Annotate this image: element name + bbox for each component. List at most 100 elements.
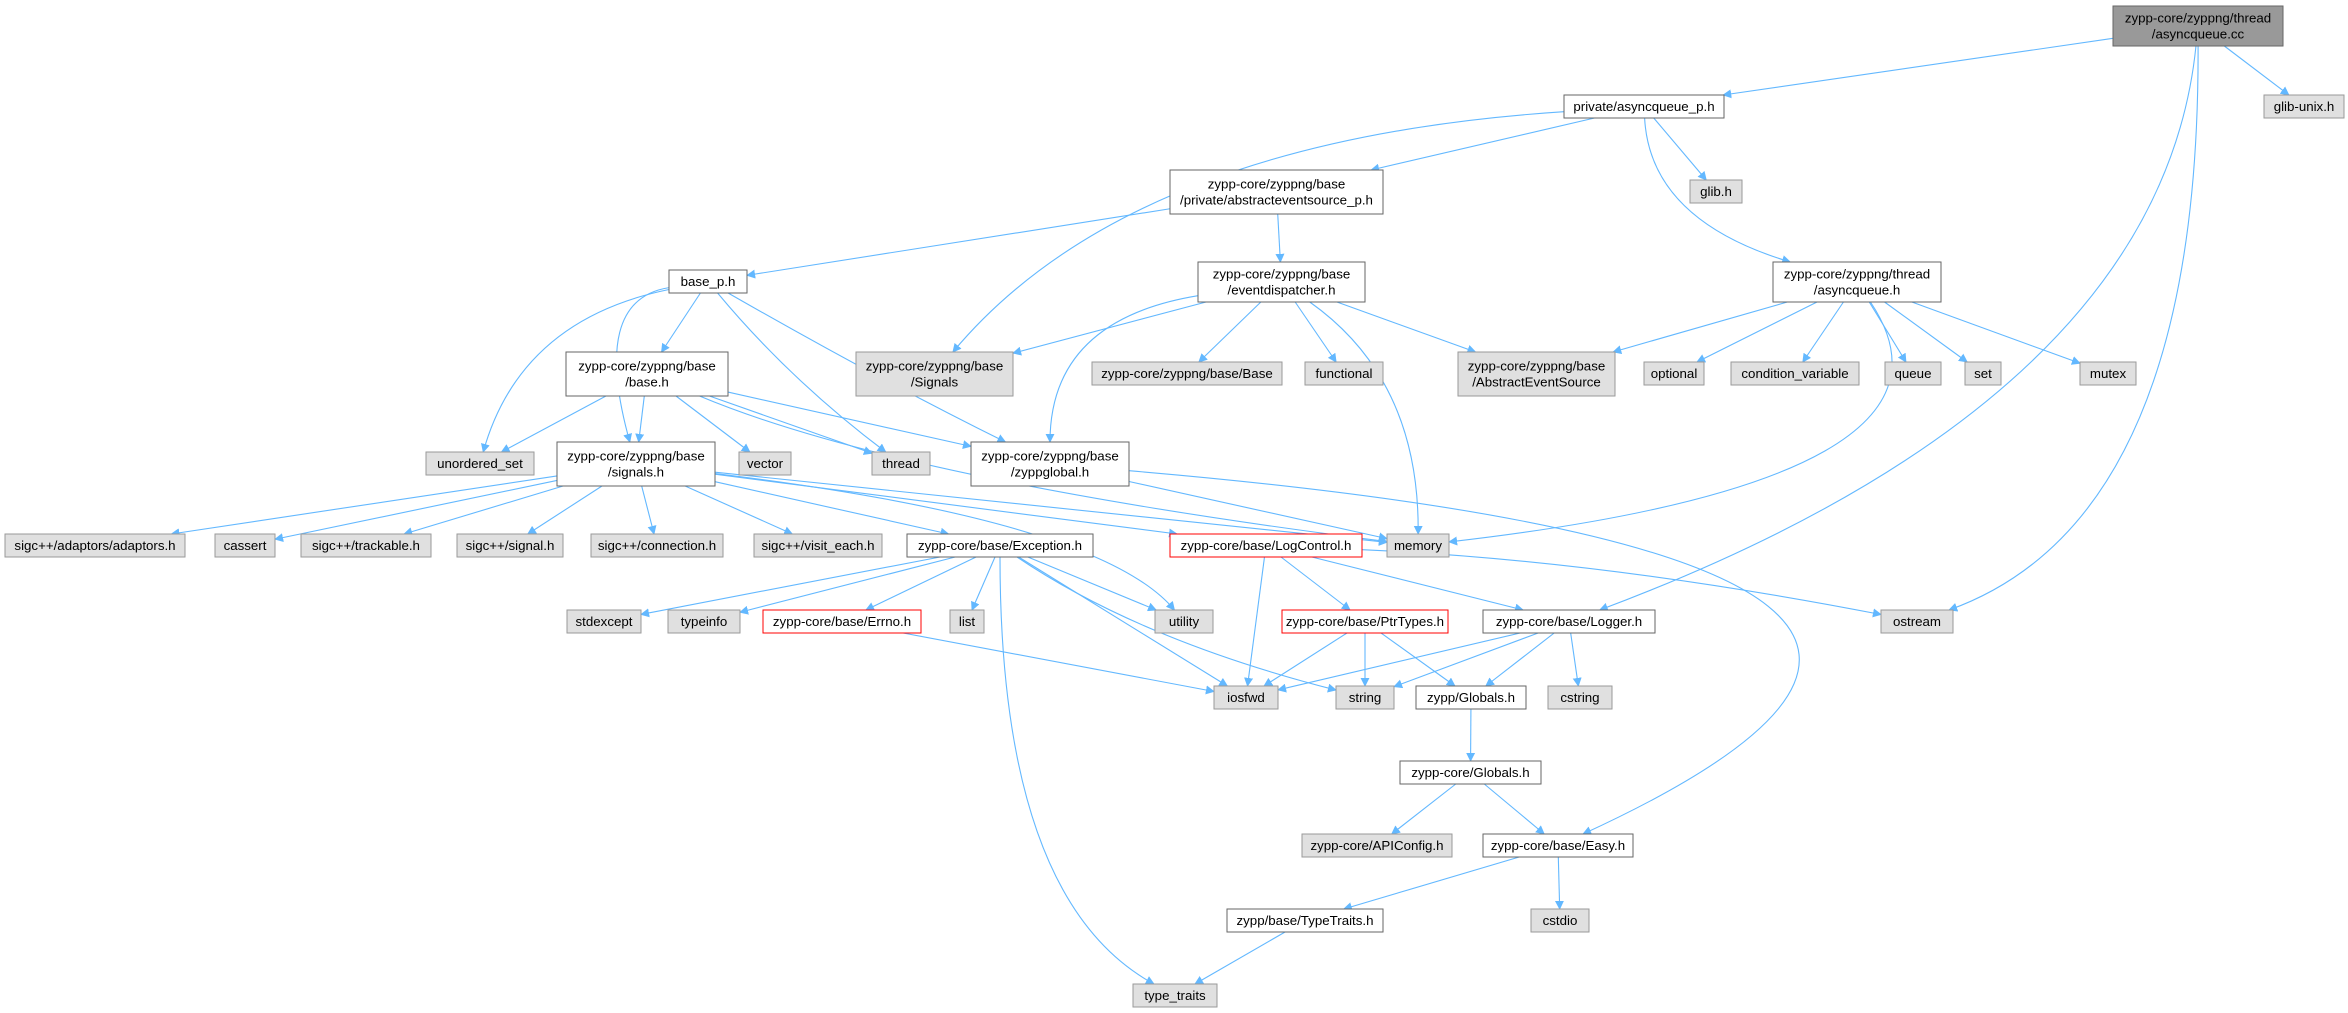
node-label: vector — [747, 456, 784, 471]
node-base-h[interactable]: zypp-core/zyppng/base/base.h — [565, 351, 729, 397]
node-trackable: sigc++/trackable.h — [300, 533, 432, 558]
edge-base-p-to-signals-h — [615, 287, 670, 443]
edge-ptrtypes-to-iosfwd — [1263, 632, 1348, 687]
edge-typetraits-to-type-traits — [1194, 931, 1286, 985]
node-asyncqueue-p[interactable]: private/asyncqueue_p.h — [1563, 94, 1725, 119]
edge-asyncqueue-h-to-memory — [1448, 301, 1893, 546]
node-core-globals[interactable]: zypp-core/Globals.h — [1399, 760, 1542, 785]
node-box — [565, 351, 729, 397]
node-label: zypp-core/zyppng/base — [1208, 177, 1345, 192]
node-label: cstdio — [1543, 913, 1578, 928]
node-root[interactable]: zypp-core/zyppng/thread/asyncqueue.cc — [2112, 5, 2284, 47]
node-errno[interactable]: zypp-core/base/Errno.h — [762, 609, 922, 634]
node-label: /asyncqueue.h — [1814, 283, 1901, 298]
node-box — [1281, 609, 1449, 634]
node-string: string — [1335, 685, 1395, 710]
node-iosfwd: iosfwd — [1213, 685, 1279, 710]
node-asyncqueue-h[interactable]: zypp-core/zyppng/thread/asyncqueue.h — [1772, 261, 1942, 303]
node-label: /eventdispatcher.h — [1228, 283, 1336, 298]
node-easy[interactable]: zypp-core/base/Easy.h — [1482, 833, 1634, 858]
edge-base-p-to-thread — [717, 292, 887, 453]
node-box — [753, 533, 883, 558]
node-logger[interactable]: zypp-core/base/Logger.h — [1482, 609, 1656, 634]
edge-asyncqueue-p-to-glib — [1653, 117, 1707, 181]
node-signals-h[interactable]: zypp-core/zyppng/base/signals.h — [556, 441, 716, 487]
edge-eventdispatcher-to-zyppglobal — [1045, 295, 1199, 443]
edge-core-globals-to-apiconfig — [1391, 783, 1457, 835]
edge-eventdispatcher-to-signals-ext — [1012, 301, 1207, 356]
node-label: sigc++/visit_each.h — [761, 538, 874, 553]
node-box — [456, 533, 564, 558]
node-box — [1335, 685, 1395, 710]
node-glib-unix: glib-unix.h — [2263, 94, 2345, 119]
node-box — [556, 441, 716, 487]
node-label: typeinfo — [681, 614, 728, 629]
node-box — [1386, 533, 1450, 558]
edge-base-p-to-unordered-set — [481, 288, 670, 453]
edge-zyppglobal-to-easy — [1128, 470, 1800, 835]
node-eventdispatcher[interactable]: zypp-core/zyppng/base/eventdispatcher.h — [1197, 261, 1366, 303]
node-cstdio: cstdio — [1530, 908, 1590, 933]
node-label: sigc++/trackable.h — [312, 538, 420, 553]
node-label: zypp-core/zyppng/base — [866, 359, 1003, 374]
node-label: list — [959, 614, 976, 629]
edge-abstracteventsource-p-to-base-p — [746, 208, 1171, 279]
node-label: functional — [1316, 366, 1373, 381]
node-ptrtypes[interactable]: zypp-core/base/PtrTypes.h — [1281, 609, 1449, 634]
node-label: zypp-core/Globals.h — [1411, 765, 1529, 780]
edge-signals-h-to-visit-each — [684, 485, 794, 535]
edge-asyncqueue-h-to-mutex — [1911, 301, 2081, 365]
node-box — [590, 533, 724, 558]
node-box — [1226, 908, 1384, 933]
edge-signals-h-to-sigc-signal — [527, 485, 603, 535]
node-typetraits[interactable]: zypp/base/TypeTraits.h — [1226, 908, 1384, 933]
node-mutex: mutex — [2079, 361, 2137, 386]
edge-base-p-to-base-h — [661, 292, 701, 353]
node-label: zypp-core/base/PtrTypes.h — [1286, 614, 1444, 629]
node-base-ext: zypp-core/zyppng/base/Base — [1091, 361, 1283, 386]
node-label: glib.h — [1700, 184, 1732, 199]
node-label: zypp-core/zyppng/base — [567, 449, 704, 464]
edge-asyncqueue-h-to-set — [1884, 301, 1968, 363]
node-box — [1772, 261, 1942, 303]
node-label: zypp-core/base/Easy.h — [1491, 838, 1625, 853]
node-zyppglobal[interactable]: zypp-core/zyppng/base/zyppglobal.h — [970, 441, 1130, 487]
node-box — [949, 609, 985, 634]
node-list: list — [949, 609, 985, 634]
edge-asyncqueue-h-to-optional — [1696, 301, 1818, 363]
node-box — [4, 533, 186, 558]
edge-root-to-asyncqueue-p — [1722, 37, 2114, 99]
node-label: type_traits — [1144, 988, 1206, 1003]
node-box — [1169, 533, 1363, 558]
node-box — [1730, 361, 1860, 386]
node-base-p[interactable]: base_p.h — [668, 269, 748, 294]
node-label: stdexcept — [576, 614, 633, 629]
edge-logcontrol-to-ostream — [1361, 549, 1882, 618]
node-typeinfo: typeinfo — [667, 609, 741, 634]
edge-easy-to-typetraits — [1342, 856, 1520, 912]
edge-eventdispatcher-to-abstracteventsource-ext — [1336, 301, 1477, 354]
node-box — [2263, 94, 2345, 119]
node-label: base_p.h — [681, 274, 736, 289]
node-abstracteventsource-p[interactable]: zypp-core/zyppng/base/private/abstractev… — [1169, 169, 1384, 215]
edge-root-to-ostream — [1948, 45, 2199, 612]
node-label: /signals.h — [608, 465, 664, 480]
node-box — [1563, 94, 1725, 119]
node-box — [738, 451, 792, 476]
node-zypp-globals[interactable]: zypp/Globals.h — [1415, 685, 1527, 710]
node-exception[interactable]: zypp-core/base/Exception.h — [906, 533, 1094, 558]
edge-signals-h-to-exception — [714, 481, 950, 537]
node-box — [1547, 685, 1613, 710]
node-vector: vector — [738, 451, 792, 476]
node-condition-variable: condition_variable — [1730, 361, 1860, 386]
node-box — [762, 609, 922, 634]
node-label: zypp-core/base/Logger.h — [1496, 614, 1642, 629]
node-label: zypp-core/zyppng/base — [1468, 359, 1605, 374]
node-label: zypp-core/zyppng/thread — [2125, 11, 2271, 26]
node-optional: optional — [1643, 361, 1705, 386]
edge-errno-to-iosfwd — [903, 632, 1215, 695]
node-logcontrol[interactable]: zypp-core/base/LogControl.h — [1169, 533, 1363, 558]
edge-exception-to-iosfwd — [1018, 556, 1229, 687]
edge-core-globals-to-easy — [1483, 783, 1545, 835]
